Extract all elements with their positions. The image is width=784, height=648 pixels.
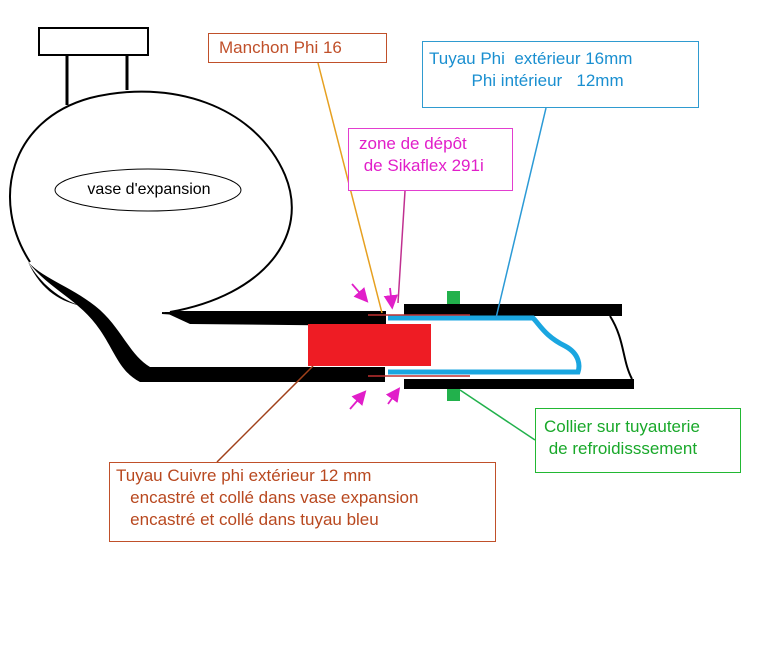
- zone-label-line-2: de Sikaflex 291i: [359, 156, 484, 175]
- sikaflex-arrow-2: [383, 287, 398, 310]
- sikaflex-arrow-4: [385, 387, 401, 405]
- tuyau-label: Tuyau Phi extérieur 16mm Phi intérieur 1…: [422, 41, 699, 108]
- vase-label-ellipse: [54, 168, 242, 212]
- blue-inner-tube: [388, 315, 582, 375]
- cuivre-leader: [216, 365, 314, 463]
- tank-cap: [38, 27, 149, 56]
- copper-pipe: [308, 324, 431, 366]
- tuyau-label-line-1: Tuyau Phi extérieur 16mm: [429, 49, 633, 68]
- collier-label: Collier sur tuyauterie de refroidissseme…: [535, 408, 741, 473]
- clamp-bottom: [447, 389, 460, 401]
- cuivre-label: Tuyau Cuivre phi extérieur 12 mm encastr…: [109, 462, 496, 542]
- tank-outlet-top: [164, 312, 385, 326]
- clamp-top: [447, 291, 460, 304]
- zone-label-line-1: zone de dépôt: [359, 134, 467, 153]
- manchon-label: Manchon Phi 16: [208, 33, 387, 63]
- vase-label: vase d'expansion: [87, 181, 211, 198]
- cuivre-label-line-2: encastré et collé dans vase expansion: [116, 488, 419, 507]
- tuyau-leader: [495, 107, 547, 319]
- sikaflex-arrow-3: [349, 390, 367, 410]
- hose-outer-top: [404, 304, 622, 316]
- zone-label: zone de dépôt de Sikaflex 291i: [348, 128, 513, 191]
- sikaflex-arrow-1: [351, 283, 369, 303]
- manchon-label-text: Manchon Phi 16: [219, 38, 342, 57]
- cuivre-label-line-3: encastré et collé dans tuyau bleu: [116, 510, 379, 529]
- hose-outer-bottom: [404, 379, 634, 389]
- hose-cut-end: [609, 315, 633, 380]
- tank-outlet-bottom: [28, 262, 385, 382]
- zone-leader: [397, 190, 406, 304]
- collier-leader: [459, 389, 536, 441]
- collier-label-line-2: de refroidisssement: [544, 439, 698, 458]
- cuivre-label-line-1: Tuyau Cuivre phi extérieur 12 mm: [116, 466, 372, 485]
- collier-label-line-1: Collier sur tuyauterie: [544, 417, 700, 436]
- tuyau-label-line-2: Phi intérieur 12mm: [429, 71, 624, 90]
- expansion-tank-body: [9, 90, 386, 329]
